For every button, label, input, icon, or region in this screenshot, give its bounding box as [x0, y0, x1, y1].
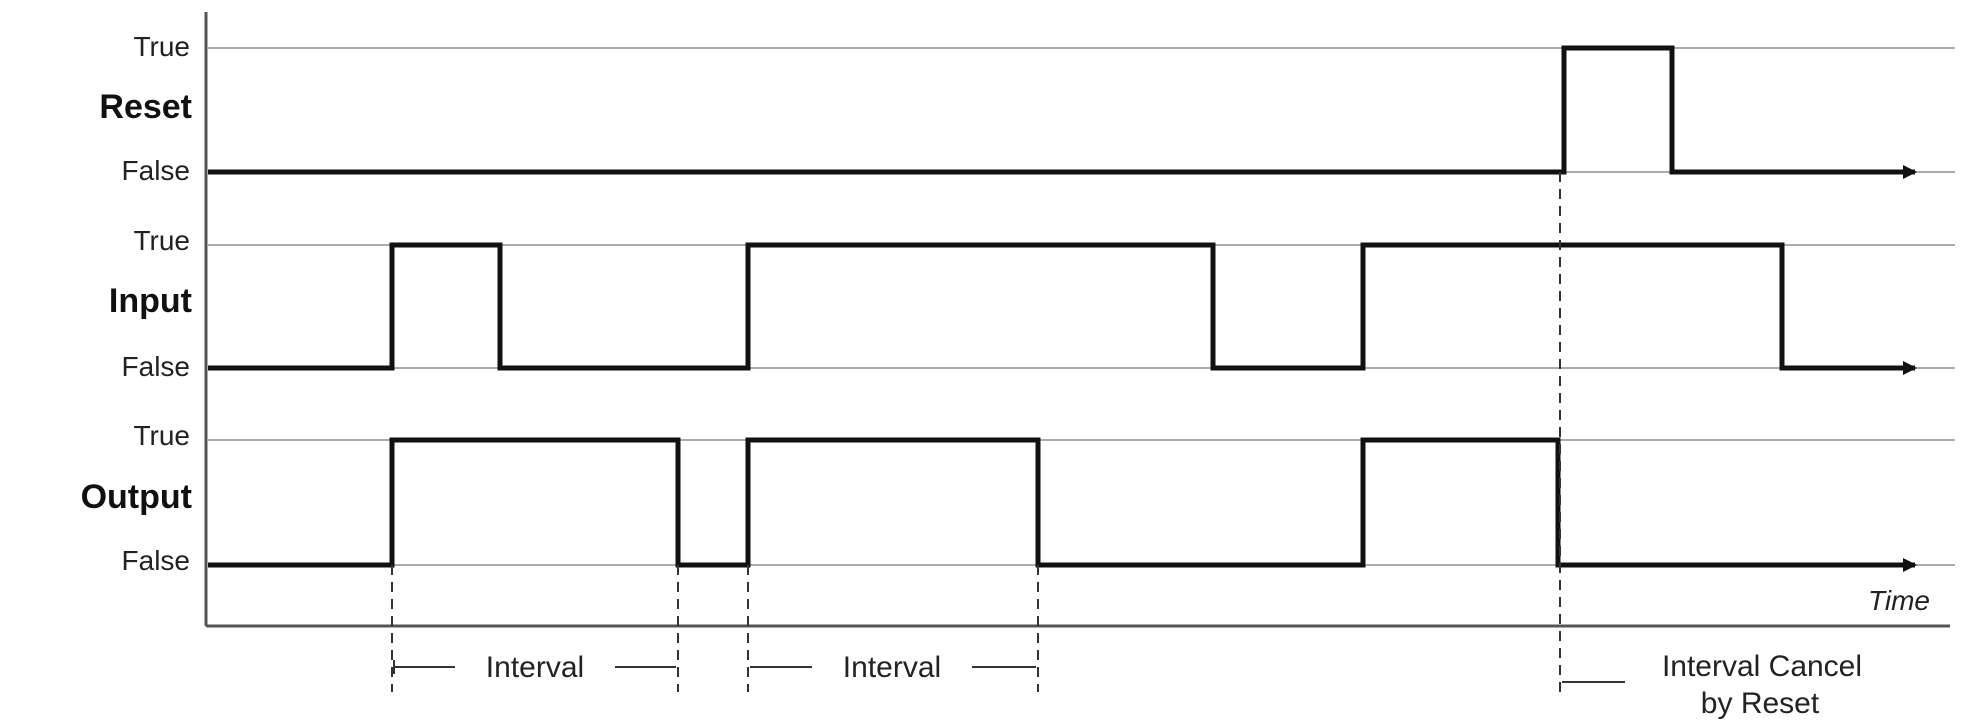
interval-annotation-1: Interval: [393, 651, 676, 684]
input-false-label: False: [122, 351, 190, 382]
interval-cancel-label-line2: by Reset: [1701, 687, 1820, 720]
output-waveform: [208, 437, 1917, 572]
time-axis: Time: [204, 12, 1950, 628]
interval1-label: Interval: [486, 651, 584, 684]
interval2-label: Interval: [843, 651, 941, 684]
interval-cancel-label-line1: Interval Cancel: [1662, 650, 1862, 683]
interval-annotation-2: Interval: [750, 651, 1036, 684]
input-signal: True Input False: [109, 225, 1955, 382]
output-signal: True Output False: [81, 420, 1955, 576]
reset-waveform: [208, 45, 1917, 179]
input-true-label: True: [133, 225, 190, 256]
reset-signal-name: Reset: [99, 88, 192, 126]
input-waveform: [208, 242, 1917, 375]
output-signal-name: Output: [81, 478, 192, 516]
interval-annotation-3: Interval Cancel by Reset: [1562, 650, 1862, 720]
output-false-label: False: [122, 545, 190, 576]
reset-false-label: False: [122, 155, 190, 186]
reset-signal: True Reset False: [99, 31, 1955, 186]
dashed-markers: [391, 172, 1561, 692]
time-axis-label: Time: [1868, 585, 1930, 616]
input-signal-name: Input: [109, 282, 192, 320]
reset-true-label: True: [133, 31, 190, 62]
output-true-label: True: [133, 420, 190, 451]
